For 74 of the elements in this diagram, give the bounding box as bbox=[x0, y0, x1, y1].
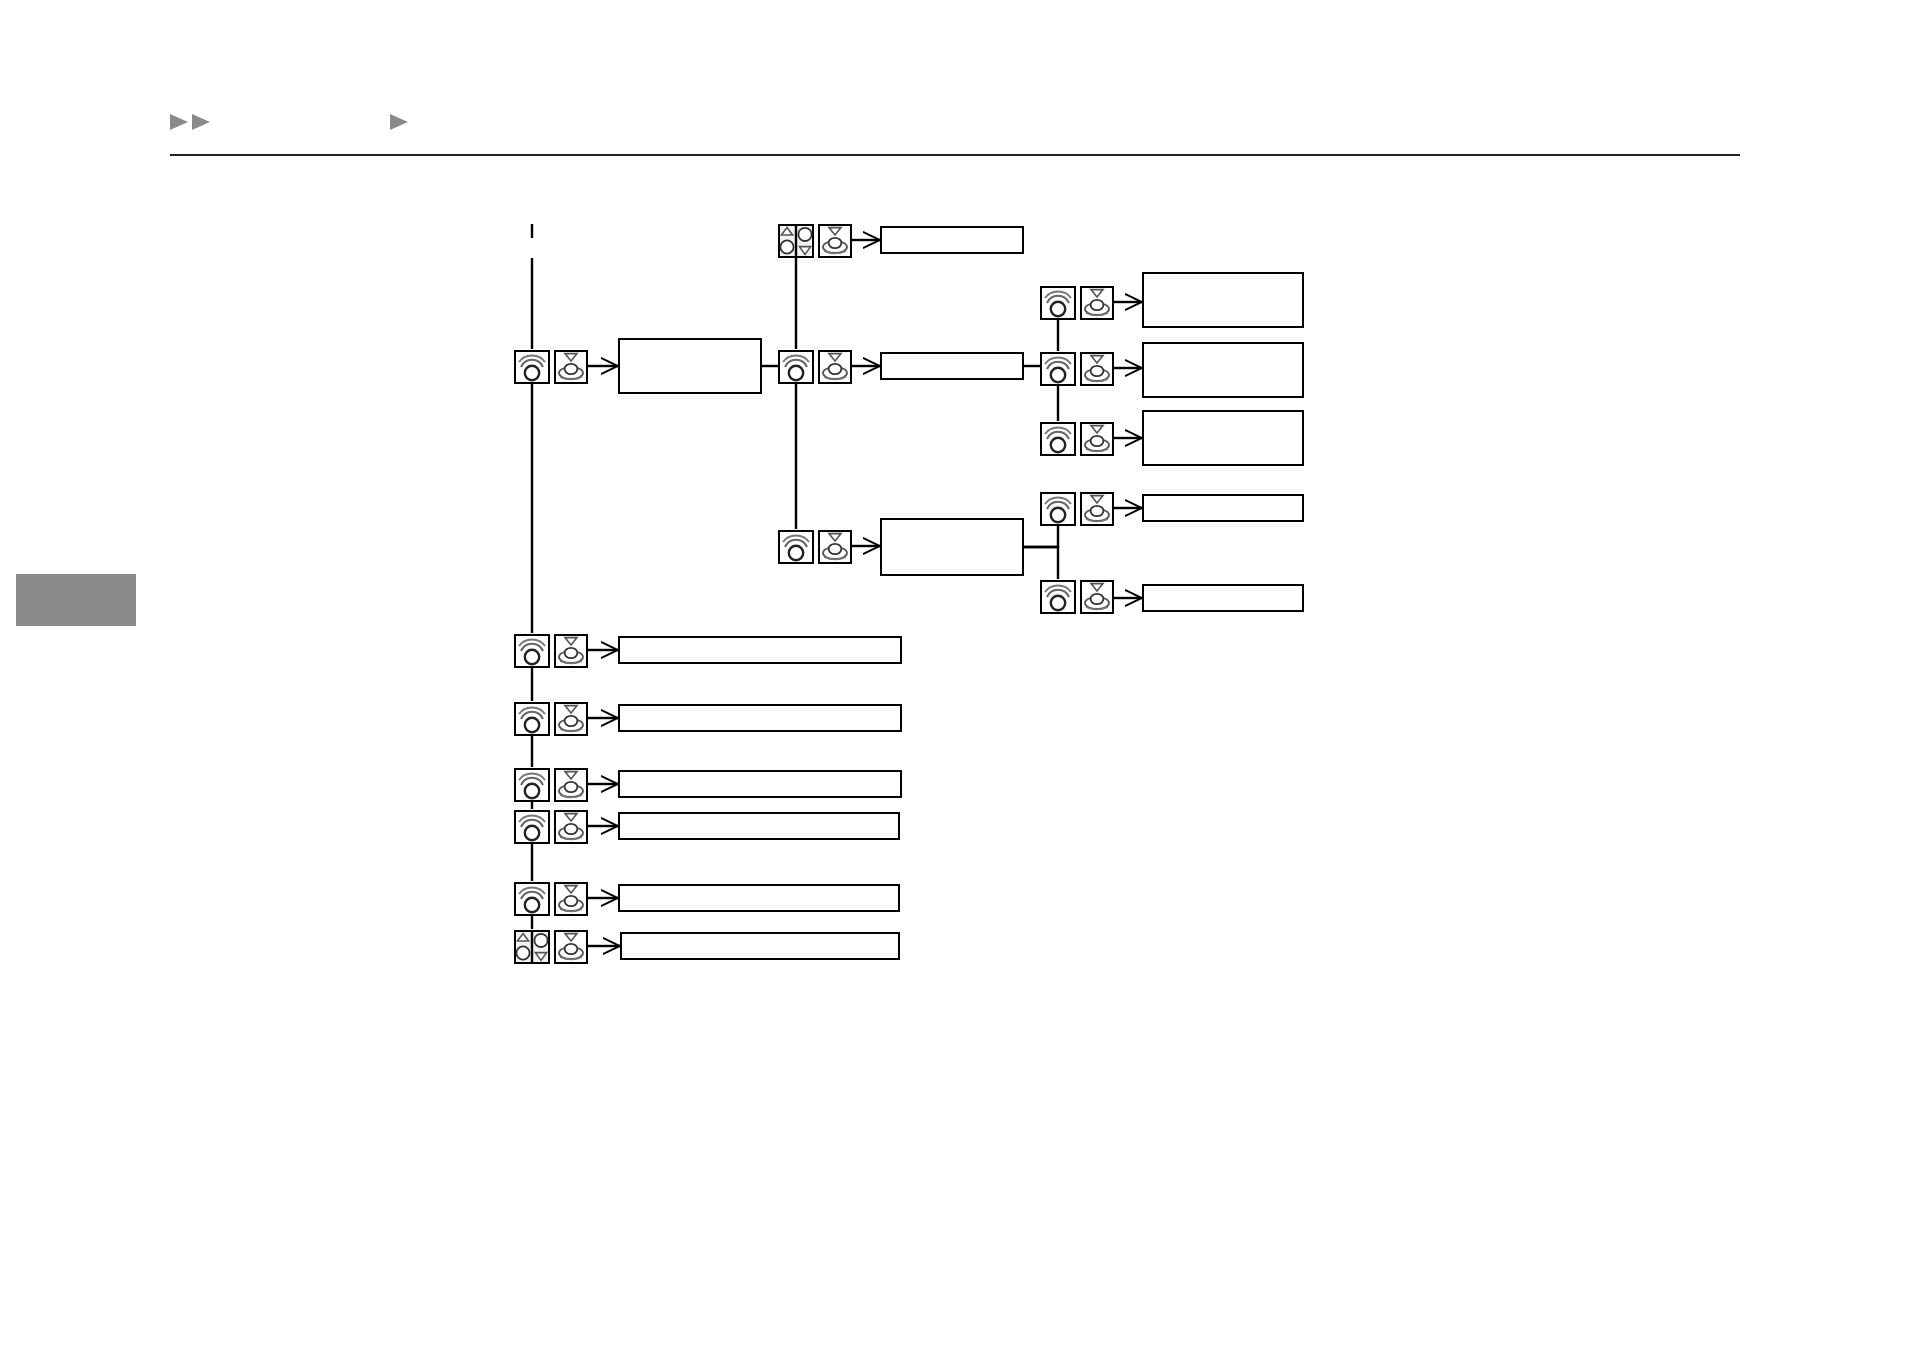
menu-box bbox=[620, 932, 900, 960]
dial-turn-icon bbox=[514, 633, 550, 667]
dial-press-icon bbox=[818, 223, 852, 257]
menu-box bbox=[880, 352, 1024, 380]
arrow bbox=[588, 708, 619, 728]
dial-press-icon bbox=[554, 767, 588, 801]
dial-turn-icon bbox=[514, 701, 550, 735]
dial-press-icon bbox=[554, 701, 588, 735]
dial-press-icon bbox=[1080, 351, 1114, 385]
menu-box bbox=[618, 636, 902, 664]
menu-box bbox=[1142, 584, 1304, 612]
up-down-buttons-icon bbox=[778, 223, 814, 257]
dial-press-icon bbox=[554, 929, 588, 963]
dial-press-icon bbox=[554, 809, 588, 843]
dial-turn-icon bbox=[514, 881, 550, 915]
dial-turn-icon bbox=[778, 529, 814, 563]
arrow bbox=[1114, 498, 1143, 518]
arrow bbox=[588, 356, 619, 376]
arrow bbox=[852, 230, 881, 250]
dial-turn-icon bbox=[1040, 285, 1076, 319]
dial-press-icon bbox=[818, 529, 852, 563]
arrow bbox=[588, 816, 619, 836]
connector-line bbox=[1056, 385, 1060, 421]
menu-box bbox=[1142, 410, 1304, 466]
menu-box bbox=[880, 226, 1024, 254]
arrow bbox=[588, 888, 619, 908]
menu-box bbox=[1142, 494, 1304, 522]
connector-line bbox=[1024, 364, 1040, 368]
up-down-buttons-icon bbox=[514, 929, 550, 963]
dial-press-icon bbox=[1080, 285, 1114, 319]
dial-press-icon bbox=[1080, 579, 1114, 613]
dial-turn-icon bbox=[1040, 579, 1076, 613]
dial-press-icon bbox=[554, 633, 588, 667]
dial-turn-icon bbox=[514, 809, 550, 843]
menu-box bbox=[618, 812, 900, 840]
arrow bbox=[1114, 428, 1143, 448]
arrow bbox=[1114, 358, 1143, 378]
connector-line bbox=[794, 257, 798, 349]
dial-press-icon bbox=[818, 349, 852, 383]
menu-box bbox=[1142, 272, 1304, 328]
menu-box bbox=[1142, 342, 1304, 398]
arrow bbox=[1114, 292, 1143, 312]
tree-line bbox=[530, 222, 534, 351]
arrow bbox=[588, 936, 621, 956]
dial-press-icon bbox=[554, 881, 588, 915]
connector-line bbox=[1056, 319, 1060, 351]
arrow bbox=[588, 640, 619, 660]
dial-press-icon bbox=[554, 349, 588, 383]
menu-box bbox=[618, 704, 902, 732]
menu-box bbox=[880, 518, 1024, 576]
dial-press-icon bbox=[1080, 491, 1114, 525]
menu-box bbox=[618, 338, 762, 394]
menu-box bbox=[618, 884, 900, 912]
connector-line bbox=[1024, 545, 1060, 579]
dial-turn-icon bbox=[778, 349, 814, 383]
connector-line bbox=[530, 383, 534, 633]
dial-turn-icon bbox=[1040, 491, 1076, 525]
dial-turn-icon bbox=[514, 349, 550, 383]
arrow bbox=[852, 356, 881, 376]
connector-line bbox=[530, 735, 534, 767]
menu-box bbox=[618, 770, 902, 798]
arrow bbox=[1114, 588, 1143, 608]
connector-line bbox=[762, 364, 778, 368]
connector-line bbox=[530, 667, 534, 701]
arrow bbox=[588, 774, 619, 794]
connector-line bbox=[530, 843, 534, 881]
arrow bbox=[852, 536, 881, 556]
connector-line bbox=[530, 915, 534, 929]
dial-press-icon bbox=[1080, 421, 1114, 455]
connector-line bbox=[794, 383, 798, 529]
dial-turn-icon bbox=[1040, 421, 1076, 455]
connector-line bbox=[530, 801, 534, 809]
dial-turn-icon bbox=[1040, 351, 1076, 385]
dial-turn-icon bbox=[514, 767, 550, 801]
